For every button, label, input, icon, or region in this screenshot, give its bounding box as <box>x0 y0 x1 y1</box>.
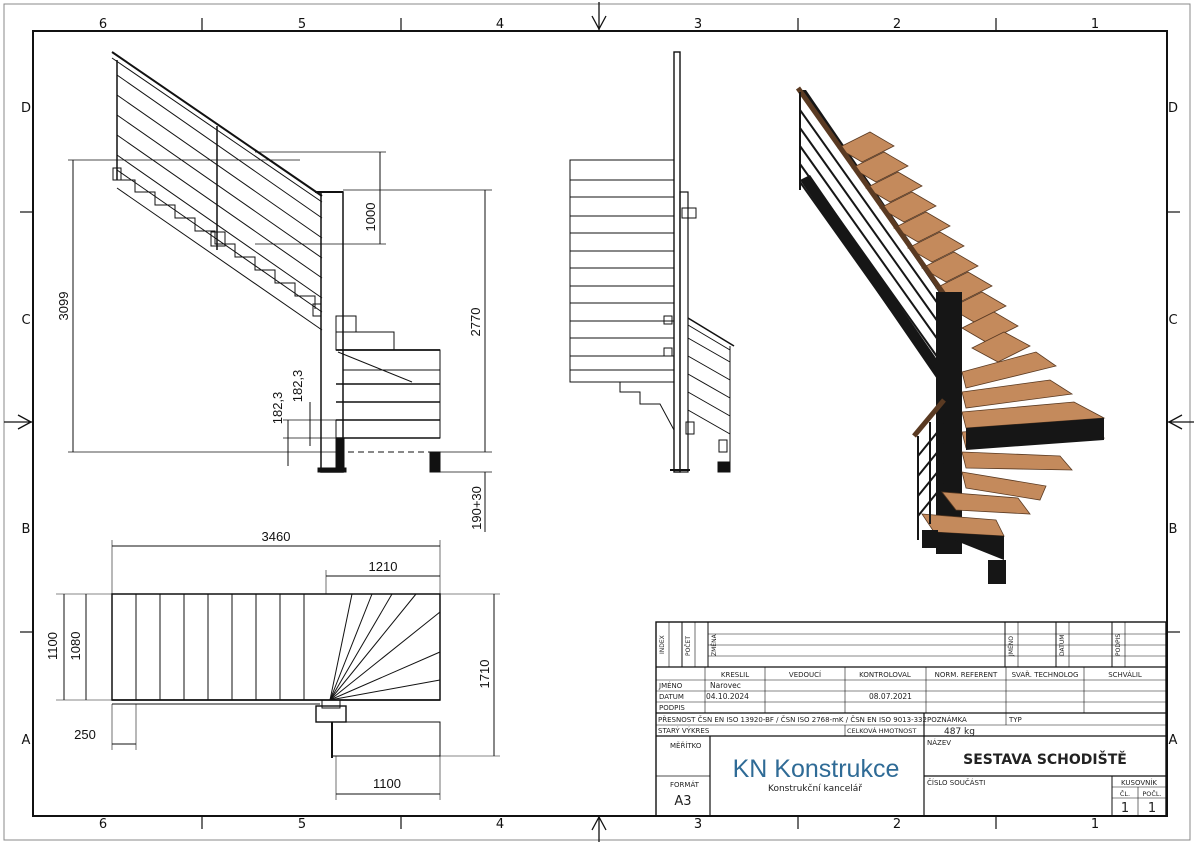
plan-view-dimensions: 3460 1210 1100 1080 1710 250 1100 <box>45 529 492 791</box>
row-label-a-right: A <box>1169 733 1178 748</box>
lower-railing-bars <box>917 422 945 540</box>
sheet-no-label: ČL. <box>1120 789 1130 798</box>
col-label-1: 1 <box>1091 17 1099 32</box>
col-label-5-bottom: 5 <box>298 817 306 832</box>
side-elevation-view <box>68 51 492 532</box>
dim-base: 190+30 <box>469 486 484 530</box>
col-label-3: 3 <box>694 17 702 32</box>
row-labels: D C B A D C B A <box>21 101 1178 748</box>
col-label-4: 4 <box>496 17 504 32</box>
hdr-approved: SCHVÁLIL <box>1108 670 1142 679</box>
note-label: POZNÁMKA <box>927 715 967 724</box>
isometric-view <box>795 86 1106 584</box>
dim-plan-bottom-width: 1100 <box>373 776 401 791</box>
hdr-norm: NORM. REFERENT <box>935 671 998 679</box>
row-label-a: A <box>22 733 31 748</box>
drawing-title: SESTAVA SCHODIŠTĚ <box>963 750 1127 768</box>
dim-plan-offset: 250 <box>74 727 96 742</box>
sheet-count-label: POČL. <box>1142 789 1161 798</box>
title-block-text: INDEX POČET ZMĚNA JMÉNO DATUM PODPIS KRE… <box>658 633 1162 816</box>
upper-flight-treads <box>837 131 1031 363</box>
title-block <box>655 621 1167 817</box>
hdr-checked: KONTROLOVAL <box>859 671 911 679</box>
format-value: A3 <box>674 794 691 809</box>
col-label-4-bottom: 4 <box>496 817 504 832</box>
rev-index-label: INDEX <box>659 635 666 654</box>
dim-total-height: 3099 <box>56 292 71 321</box>
rev-change-label: ZMĚNA <box>710 633 718 656</box>
drawn-date: 04.10.2024 <box>706 692 749 701</box>
dim-riser-b: 182,3 <box>290 370 305 403</box>
row-label-b: B <box>22 522 31 537</box>
total-mass-value: 487 kg <box>944 727 975 737</box>
format-label: FORMÁT <box>670 780 700 789</box>
sheet-count-value: 1 <box>1148 801 1156 816</box>
total-mass-label: CELKOVÁ HMOTNOST <box>847 726 916 735</box>
dim-landing-height: 2770 <box>468 308 483 337</box>
rev-sign-label: PODPIS <box>1115 634 1122 656</box>
col-label-2: 2 <box>893 17 901 32</box>
row-label-c: C <box>21 313 30 328</box>
rev-count-label: POČET <box>685 636 692 656</box>
col-label-6: 6 <box>99 17 107 32</box>
checked-date: 08.07.2021 <box>869 692 912 701</box>
accuracy-text: PŘESNOST ČSN EN ISO 13920-BF / ČSN ISO 2… <box>658 715 927 724</box>
col-label-5: 5 <box>298 17 306 32</box>
hdr-head: VEDOUCÍ <box>789 670 821 679</box>
dim-riser-a: 182,3 <box>270 392 285 425</box>
column-labels: 6 5 4 3 2 1 6 5 4 3 2 1 <box>99 17 1099 832</box>
centering-marks <box>4 2 1194 842</box>
side-elevation-dimensions: 3099 1000 2770 182,3 182,3 190+30 <box>56 203 484 530</box>
zone-ticks <box>20 18 1180 829</box>
col-label-2-bottom: 2 <box>893 817 901 832</box>
drawing-frame <box>32 30 1168 817</box>
dim-plan-height-outer: 1100 <box>45 632 60 660</box>
front-elevation-view <box>569 51 735 473</box>
company-subtitle: Konstrukční kancelář <box>768 783 862 794</box>
dim-plan-winder-length: 1210 <box>369 559 398 574</box>
scale-label: MĚŘÍTKO <box>670 741 702 750</box>
row-label-d-right: D <box>1168 101 1178 116</box>
row-label-c-right: C <box>1168 313 1177 328</box>
col-label-1-bottom: 1 <box>1091 817 1099 832</box>
hdr-drawn: KRESLIL <box>721 671 749 679</box>
row-sign-label: PODPIS <box>659 704 685 712</box>
dim-plan-right-depth: 1710 <box>477 660 492 689</box>
row-name-label: JMÉNO <box>658 681 683 690</box>
row-label-d: D <box>21 101 31 116</box>
col-label-6-bottom: 6 <box>99 817 107 832</box>
plan-view <box>56 540 500 800</box>
company-logo: KN Konstrukce <box>733 755 900 783</box>
col-label-3-bottom: 3 <box>694 817 702 832</box>
row-label-b-right: B <box>1169 522 1178 537</box>
rev-date-label: DATUM <box>1059 635 1066 656</box>
lower-flight-stringers <box>922 418 1104 584</box>
drawn-name: Narovec <box>710 681 741 690</box>
row-date-label: DATUM <box>659 693 684 701</box>
dim-railing-height: 1000 <box>363 203 378 232</box>
type-label: TYP <box>1008 716 1022 724</box>
name-label: NÁZEV <box>927 738 951 747</box>
dim-plan-total-length: 3460 <box>262 529 291 544</box>
dim-plan-height-inner: 1080 <box>68 632 83 661</box>
bom-label: KUSOVNÍK <box>1121 778 1157 787</box>
old-drawing-label: STARÝ VÝKRES <box>658 726 710 735</box>
rev-name-label: JMÉNO <box>1007 636 1015 657</box>
part-number-label: ČÍSLO SOUČÁSTI <box>927 778 985 787</box>
hdr-tech: SVAŘ. TECHNOLOG <box>1012 670 1079 679</box>
sheet-no-value: 1 <box>1121 801 1129 816</box>
